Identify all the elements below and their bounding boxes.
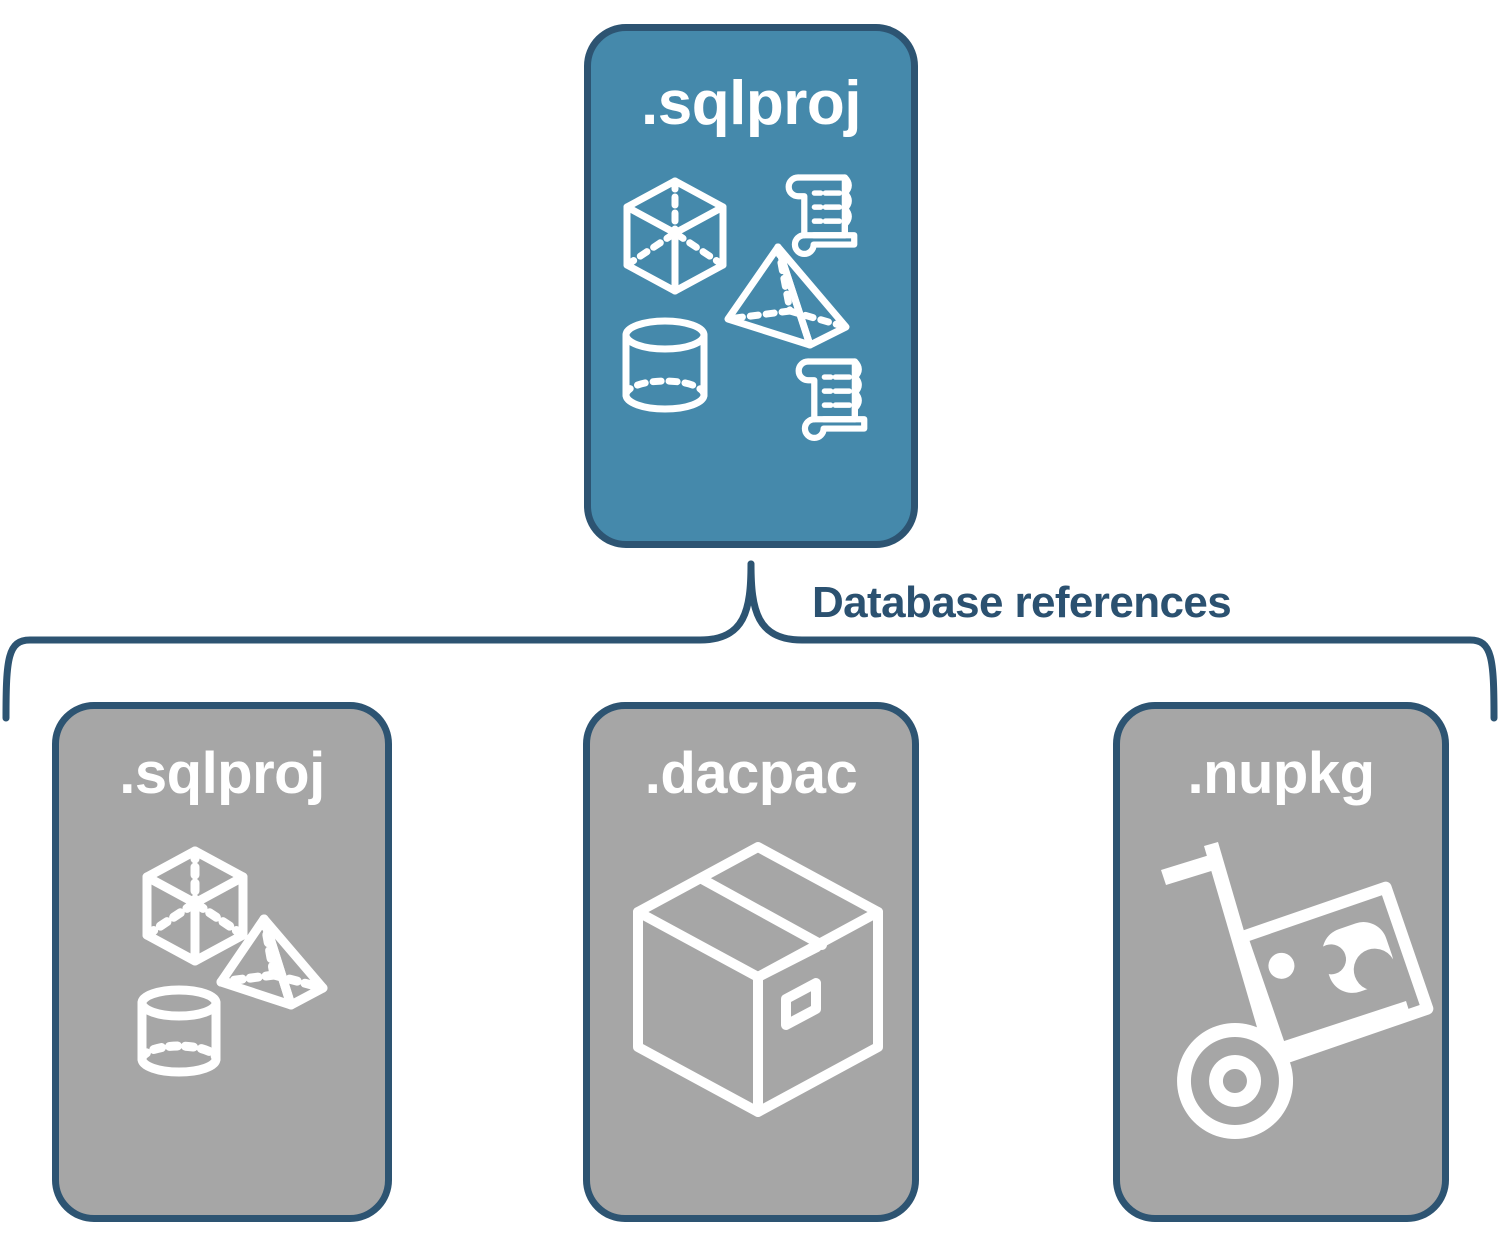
cylinder-icon — [622, 317, 708, 413]
card-title-dacpac: .dacpac — [644, 741, 858, 806]
nupkg-icons-svg — [1161, 842, 1434, 1139]
cube-icon — [623, 177, 727, 295]
cube-icon — [142, 846, 248, 966]
card-sqlproj-child[interactable]: .sqlproj — [52, 702, 392, 1222]
nupkg-icon-group — [1120, 837, 1442, 1177]
package-box-icon — [633, 842, 883, 1117]
script-scroll-icon — [795, 358, 868, 442]
pyramid-icon — [216, 914, 328, 1010]
card-nupkg[interactable]: .nupkg — [1113, 702, 1449, 1222]
card-title-nupkg: .nupkg — [1187, 741, 1375, 806]
dacpac-icons-svg — [633, 842, 883, 1117]
card-dacpac[interactable]: .dacpac — [583, 702, 919, 1222]
sqlproj-child-icons-svg — [137, 846, 328, 1077]
parent-icons-svg — [622, 174, 868, 442]
dacpac-icon-group — [590, 837, 912, 1177]
sqlproj-child-icon-group — [59, 837, 385, 1177]
nuget-pack-holes — [1316, 944, 1396, 991]
card-title-sqlproj-child: .sqlproj — [119, 741, 325, 806]
parent-icon-group — [591, 159, 911, 449]
cylinder-icon — [137, 985, 221, 1077]
card-title-sqlproj-parent: .sqlproj — [641, 69, 861, 138]
card-sqlproj-parent[interactable]: .sqlproj — [584, 24, 918, 548]
script-scroll-icon — [785, 174, 858, 258]
pyramid-icon — [724, 243, 850, 349]
brace-label: Database references — [812, 578, 1232, 627]
nuget-package-crate-icon — [1235, 881, 1434, 1065]
